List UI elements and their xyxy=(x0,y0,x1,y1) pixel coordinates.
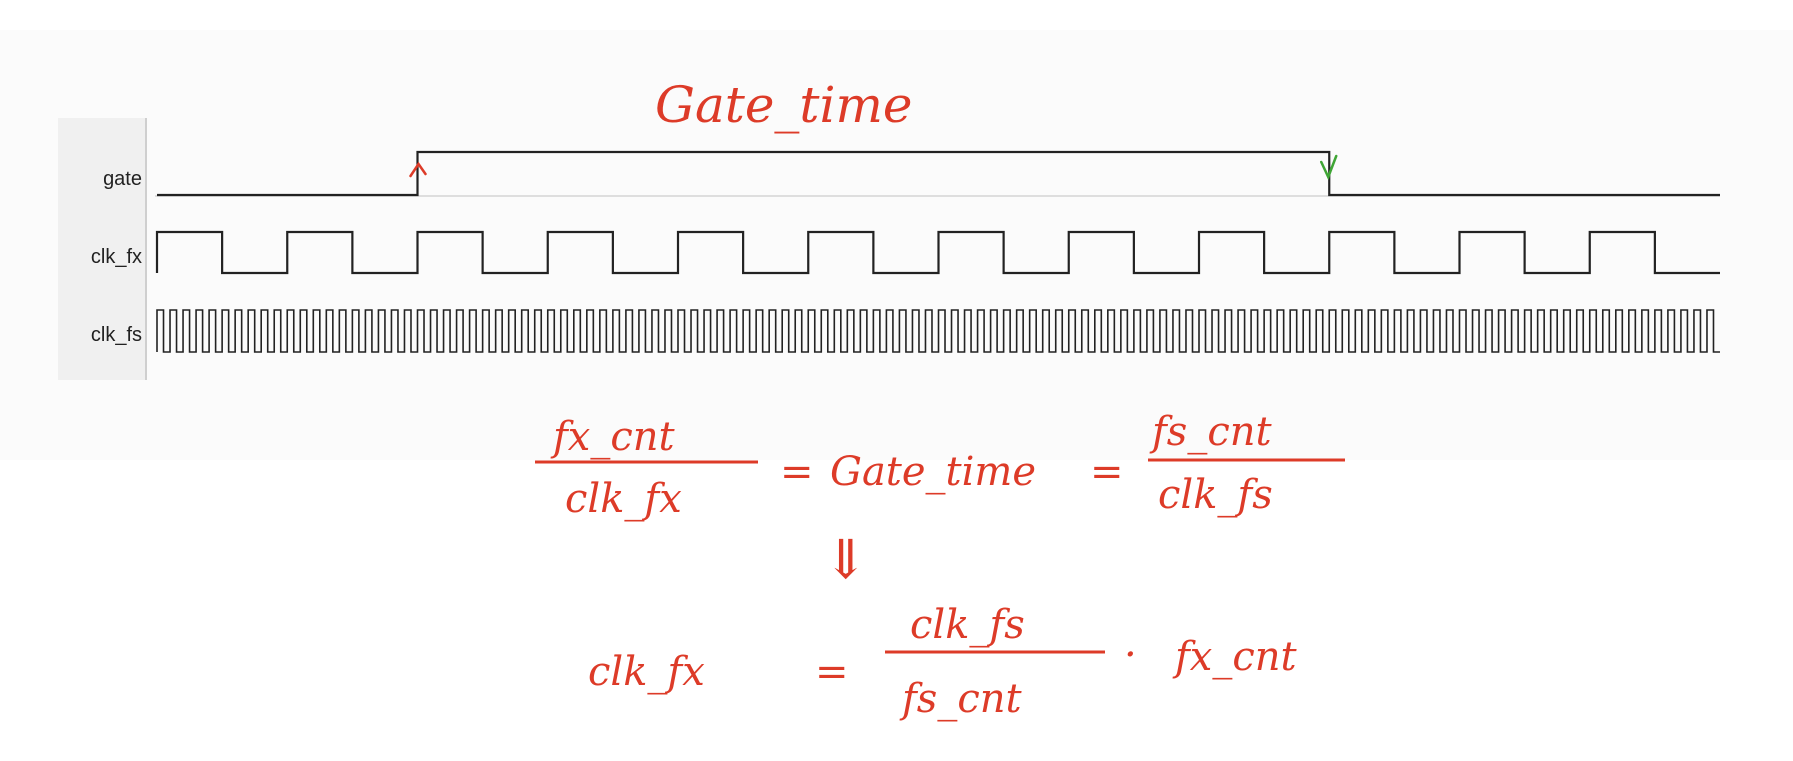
eq1-equals-2: = xyxy=(1090,449,1124,495)
eq2-equals: = xyxy=(815,649,849,695)
eq1-middle-term: Gate_time xyxy=(830,449,1036,495)
eq2-dot: · xyxy=(1124,632,1137,678)
signal-label-clk-fx: clk_fx xyxy=(90,246,142,268)
gate-waveform xyxy=(157,150,1720,197)
eq1-equals-1: = xyxy=(780,449,814,495)
eq2-lhs: clk_fx xyxy=(588,649,705,695)
clk-fx-waveform xyxy=(155,230,1720,275)
eq1-left-denominator: clk_fx xyxy=(565,476,682,522)
gate-time-label: Gate_time xyxy=(655,76,913,134)
rising-edge-mark xyxy=(409,161,427,178)
handwritten-annotations: Gate_time fx_cnt clk_fx = Gate_time = fs… xyxy=(535,76,1345,722)
signal-name-panel xyxy=(58,118,146,380)
eq1-right-denominator: clk_fs xyxy=(1158,472,1273,518)
eq2-factor: fx_cnt xyxy=(1172,634,1298,680)
eq1-left-numerator: fx_cnt xyxy=(550,414,676,460)
eq1-right-numerator: fs_cnt xyxy=(1149,409,1272,455)
eq2-numerator: clk_fs xyxy=(910,602,1025,648)
eq2-denominator: fs_cnt xyxy=(899,676,1022,722)
background-band xyxy=(0,30,1793,460)
clk-fs-waveform xyxy=(156,309,1720,353)
signal-label-clk-fs: clk_fs xyxy=(90,324,142,346)
implies-arrow: ⇓ xyxy=(823,528,868,591)
signal-label-gate: gate xyxy=(103,168,142,190)
falling-edge-mark xyxy=(1320,154,1338,181)
